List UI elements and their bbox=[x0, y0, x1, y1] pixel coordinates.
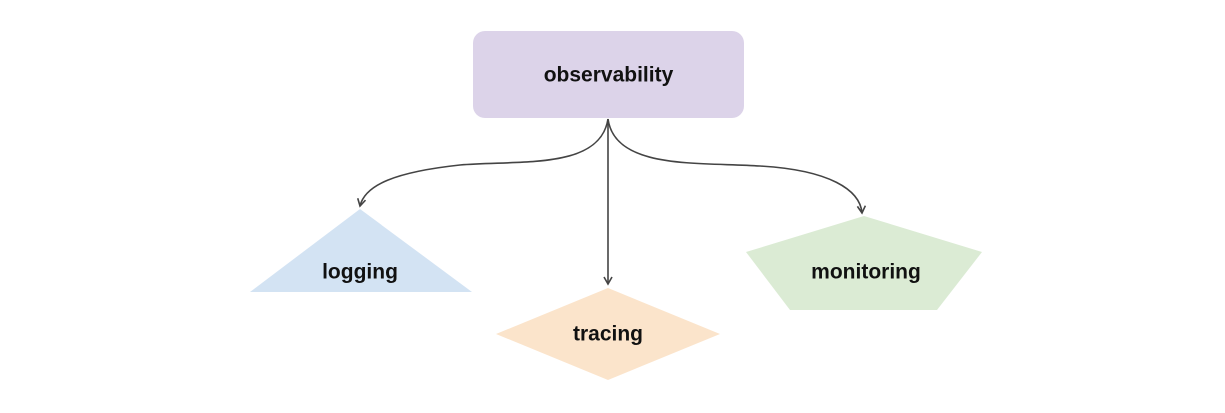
node-monitoring[interactable]: monitoring bbox=[746, 216, 982, 310]
node-monitoring-shape bbox=[746, 216, 982, 310]
node-tracing[interactable]: tracing bbox=[496, 288, 720, 380]
edge-observability-to-monitoring bbox=[607, 118, 867, 215]
node-monitoring-label: monitoring bbox=[811, 261, 921, 284]
edge-observability-to-logging bbox=[356, 118, 609, 208]
node-logging-label: logging bbox=[322, 261, 398, 284]
node-logging-shape bbox=[250, 209, 472, 292]
node-observability[interactable]: observability bbox=[473, 31, 744, 118]
node-tracing-label: tracing bbox=[573, 323, 643, 346]
node-tracing-shape bbox=[496, 288, 720, 380]
node-logging[interactable]: logging bbox=[250, 209, 472, 292]
node-observability-label: observability bbox=[544, 64, 674, 87]
node-observability-shape bbox=[473, 31, 744, 118]
